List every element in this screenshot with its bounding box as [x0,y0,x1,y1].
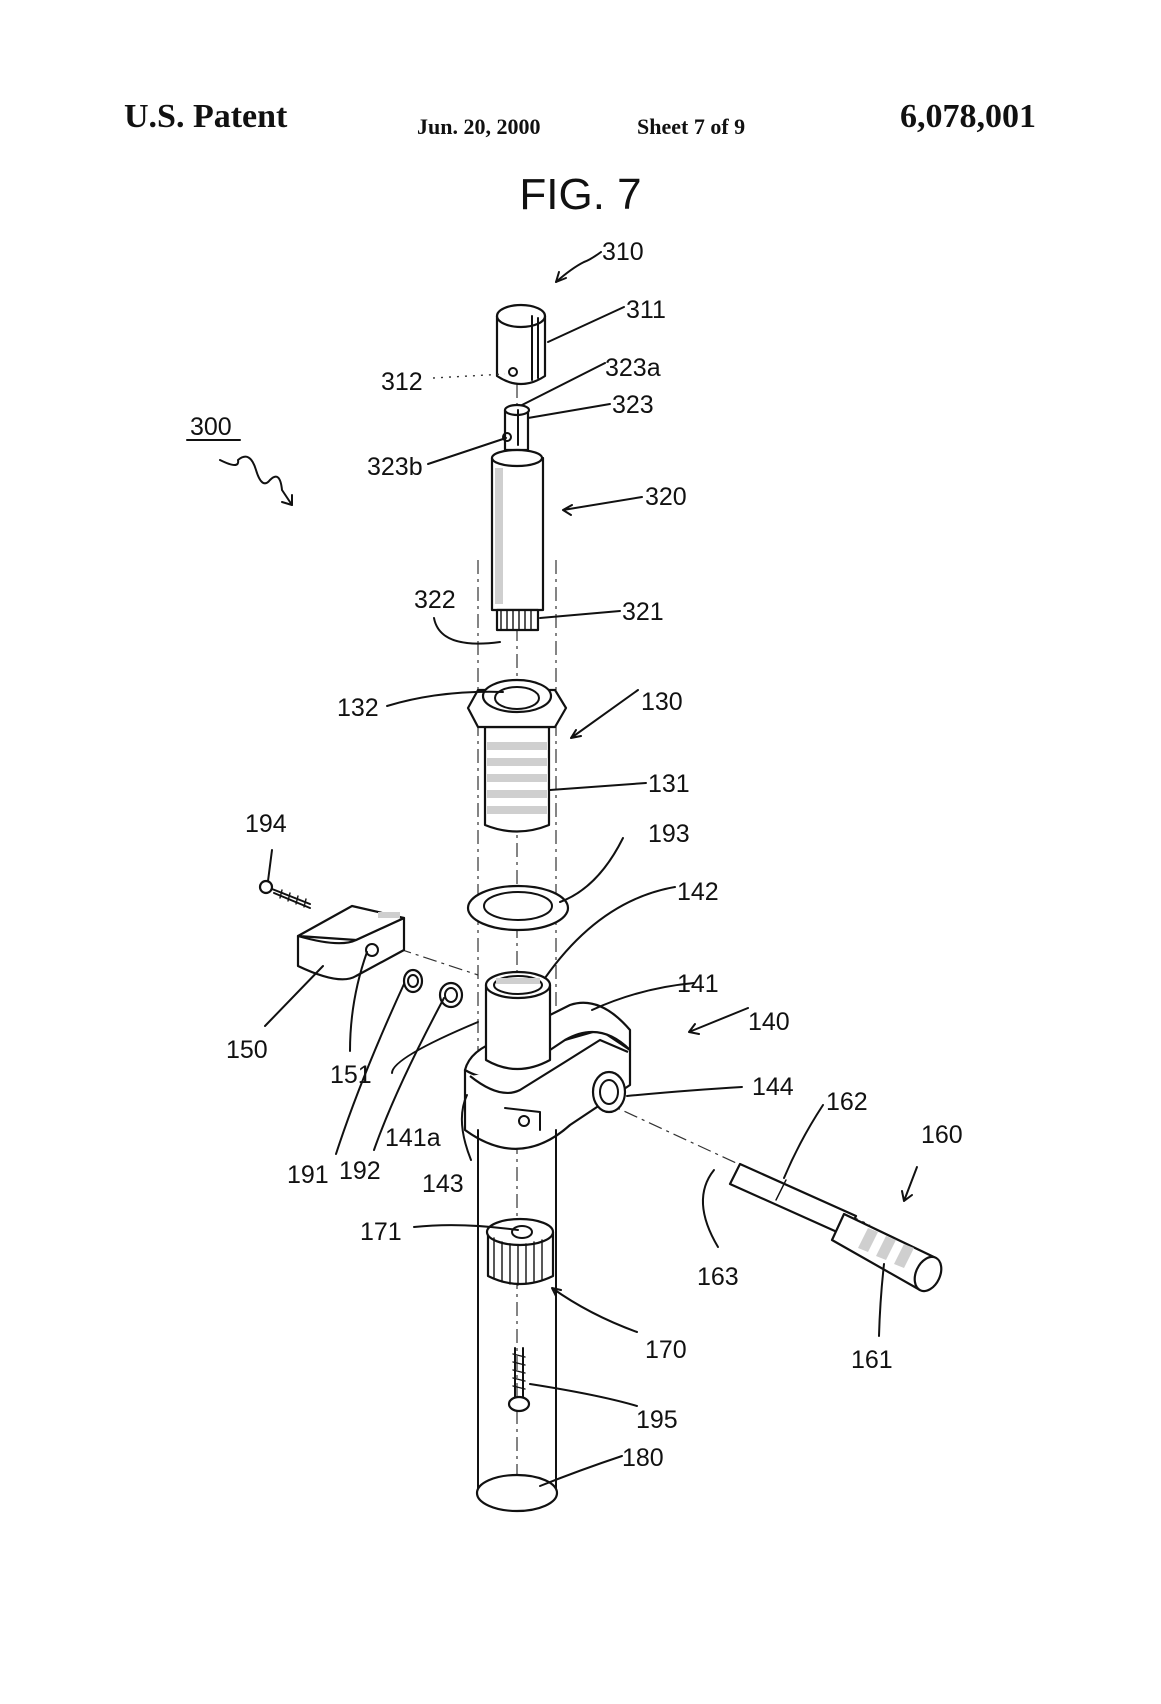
cap-310 [495,303,547,386]
label-132: 132 [337,694,379,722]
header-sheet: Sheet 7 of 9 [637,114,746,139]
label-162: 162 [826,1088,868,1116]
washer-193 [466,884,570,932]
leader-lines [186,251,918,1487]
label-323a: 323a [605,354,661,382]
header-date: Jun. 20, 2000 [417,114,541,139]
nut-130 [466,678,568,833]
label-300: 300 [190,413,232,441]
label-130: 130 [641,688,683,716]
screw-195 [507,1347,531,1413]
shaft-320 [490,403,545,632]
label-163: 163 [697,1263,739,1291]
pin-160 [728,1162,943,1293]
label-191: 191 [287,1161,329,1189]
label-323b: 323b [367,453,423,481]
label-143: 143 [422,1170,464,1198]
gear-170 [485,1217,555,1286]
label-310: 310 [602,238,644,266]
label-311: 311 [626,296,666,324]
label-322: 322 [414,586,456,614]
part-labels: 300 310 311 312 323a 323 323b 320 322 32… [190,238,963,1472]
header-patent-number: 6,078,001 [900,98,1036,135]
label-151: 151 [330,1061,372,1089]
label-321: 321 [622,598,664,626]
label-141: 141 [677,970,719,998]
label-141a: 141a [385,1124,441,1152]
label-194: 194 [245,810,287,838]
label-140: 140 [748,1008,790,1036]
label-160: 160 [921,1121,963,1149]
label-192: 192 [339,1157,381,1185]
label-131: 131 [648,770,690,798]
label-161: 161 [851,1346,893,1374]
label-312: 312 [381,368,423,396]
label-193: 193 [648,820,690,848]
label-170: 170 [645,1336,687,1364]
tube-180 [475,1129,559,1513]
label-180: 180 [622,1444,664,1472]
label-195: 195 [636,1406,678,1434]
label-171: 171 [360,1218,402,1246]
label-144: 144 [752,1073,794,1101]
figure-title: FIG. 7 [519,170,642,219]
screw-194 [258,879,311,909]
rings-191-192 [402,968,464,1009]
label-320: 320 [645,483,687,511]
label-142: 142 [677,878,719,906]
header-title: U.S. Patent [124,98,288,135]
label-150: 150 [226,1036,268,1064]
label-323: 323 [612,391,654,419]
handle-block-150 [296,904,406,981]
center-axis-lines [371,330,871,1480]
housing-140 [463,970,632,1150]
